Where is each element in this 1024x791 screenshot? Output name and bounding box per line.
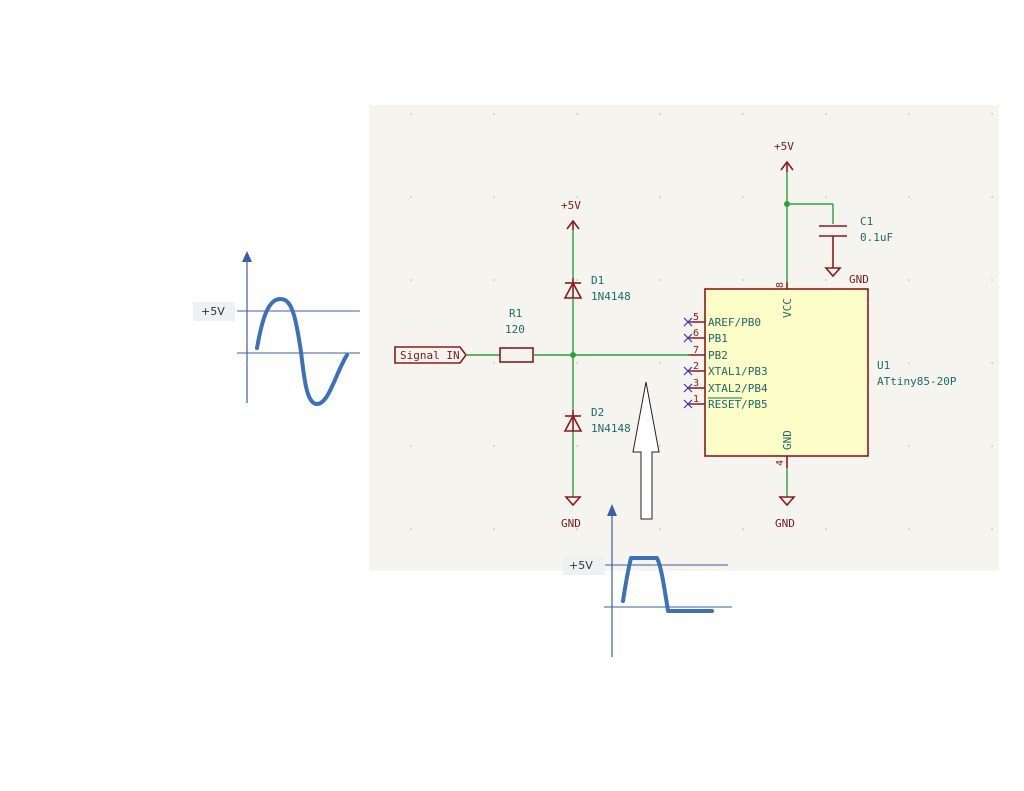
no-connect-icon bbox=[683, 399, 693, 409]
ic-pin-6: 6 PB1 bbox=[683, 328, 728, 345]
input-label-signal-in: Signal IN bbox=[394, 346, 467, 364]
ic-vcc-label: VCC bbox=[781, 298, 794, 318]
diode-d1: D1 1N4148 bbox=[563, 274, 631, 303]
clipped-level-label-box bbox=[563, 556, 605, 575]
no-connect-icon bbox=[683, 333, 693, 343]
resistor-ref: R1 bbox=[509, 307, 522, 320]
ground-label-diode: GND bbox=[561, 517, 581, 530]
ic-pin-name: AREF/PB0 bbox=[708, 316, 761, 329]
ic-pin-number: 2 bbox=[693, 361, 699, 372]
ic-pin-2: 2 XTAL1/PB3 bbox=[683, 361, 768, 378]
ic-pin-name: RESET/PB5 bbox=[708, 398, 768, 411]
ic-ref: U1 bbox=[877, 359, 890, 372]
ic-pin-name: XTAL2/PB4 bbox=[708, 382, 768, 395]
no-connect-icon bbox=[683, 317, 693, 327]
clipped-wave bbox=[621, 556, 714, 613]
sine-level-label: +5V bbox=[201, 305, 225, 318]
input-label-text: Signal IN bbox=[400, 349, 460, 362]
no-connect-icon bbox=[683, 366, 693, 376]
diode-d2-value: 1N4148 bbox=[591, 422, 631, 435]
ic-value: ATtiny85-20P bbox=[877, 375, 957, 388]
junction-vcc bbox=[784, 201, 790, 207]
ground-symbol-ic: GND bbox=[775, 496, 796, 530]
diode-d2-ref: D2 bbox=[591, 406, 604, 419]
ic-pin-3: 3 XTAL2/PB4 bbox=[683, 378, 768, 395]
junction-diode-node bbox=[570, 352, 576, 358]
sine-y-arrow-icon bbox=[242, 251, 252, 262]
power-symbol-diode: +5V bbox=[561, 199, 581, 230]
diode-d1-ref: D1 bbox=[591, 274, 604, 287]
ic-pin-number: 3 bbox=[693, 378, 699, 389]
sine-graph: +5V bbox=[193, 251, 360, 406]
ic-pin-number: 6 bbox=[693, 328, 699, 339]
diode-d2: D2 1N4148 bbox=[563, 406, 631, 435]
capacitor-ref: C1 bbox=[860, 215, 873, 228]
diode-d1-value: 1N4148 bbox=[591, 290, 631, 303]
clipped-y-arrow-icon bbox=[607, 504, 617, 516]
power-label-ic: +5V bbox=[774, 140, 794, 153]
clipped-graph: +5V bbox=[563, 504, 732, 657]
ic-pin-name: XTAL1/PB3 bbox=[708, 365, 768, 378]
ic-pin-7: 7 PB2 bbox=[688, 345, 728, 362]
ic-pin-name: PB2 bbox=[708, 349, 728, 362]
ground-label-cap: GND bbox=[849, 273, 869, 286]
ic-gnd-label: GND bbox=[781, 430, 794, 450]
ic-gnd-pin-number: 4 bbox=[775, 460, 786, 466]
sine-level-label-box bbox=[193, 302, 235, 321]
capacitor-value: 0.1uF bbox=[860, 231, 893, 244]
ground-symbol-diode: GND bbox=[561, 496, 582, 530]
ground-label-ic: GND bbox=[775, 517, 795, 530]
ic-vcc-pin-number: 8 bbox=[775, 282, 786, 288]
resistor-r1: R1 120 bbox=[499, 307, 534, 363]
clipped-level-label: +5V bbox=[569, 559, 593, 572]
ic-pin-number: 5 bbox=[693, 312, 699, 323]
ic-pins: 5 AREF/PB0 6 PB1 7 PB2 2 XTAL1/PB3 3 XTAL2/PB4 1 RE… bbox=[683, 312, 768, 411]
capacitor-c1: C1 0.1uF bbox=[819, 215, 893, 264]
no-connect-icon bbox=[683, 383, 693, 393]
resistor-value: 120 bbox=[505, 323, 525, 336]
up-arrow-annotation bbox=[632, 381, 660, 520]
ic-pin-number: 7 bbox=[693, 345, 699, 356]
ic-pin-1: 1 RESET/PB5 bbox=[683, 394, 768, 411]
ic-body bbox=[704, 288, 869, 457]
ic-pin-number: 1 bbox=[693, 394, 699, 405]
power-symbol-ic: +5V bbox=[774, 140, 794, 172]
ic-pin-name: PB1 bbox=[708, 332, 728, 345]
schematic-sheet bbox=[369, 105, 999, 571]
sine-wave bbox=[255, 297, 349, 406]
ic-pin-5: 5 AREF/PB0 bbox=[683, 312, 761, 329]
ground-symbol-cap: GND bbox=[824, 264, 869, 286]
power-label-diode: +5V bbox=[561, 199, 581, 212]
